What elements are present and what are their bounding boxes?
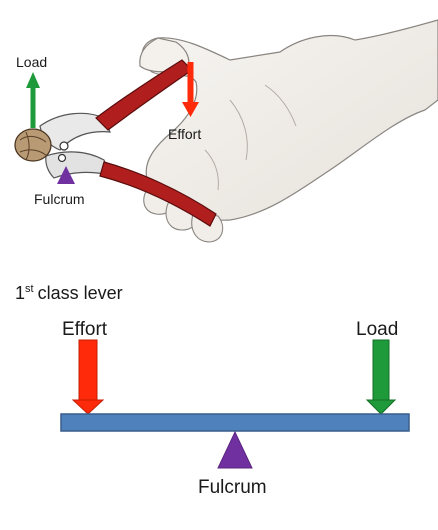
- illustration-load-label: Load: [16, 54, 48, 70]
- lever-beam: [60, 413, 410, 432]
- effort-arrow: [71, 339, 105, 415]
- title-suffix: st: [25, 283, 34, 295]
- title-text: class lever: [37, 283, 123, 303]
- illustration-effort-label: Effort: [168, 126, 202, 142]
- fulcrum-label: Fulcrum: [198, 477, 267, 498]
- load-arrow: [365, 339, 397, 415]
- illustration-effort-arrow: [182, 62, 199, 117]
- title-number: 1: [15, 283, 26, 303]
- illustration-load-arrow: [26, 72, 40, 128]
- lever-schematic: [60, 339, 410, 469]
- effort-label: Effort: [62, 319, 108, 340]
- illustration-fulcrum-triangle: [57, 166, 75, 184]
- load-label: Load: [356, 319, 399, 340]
- illustration-fulcrum-label: Fulcrum: [34, 191, 85, 207]
- walnut-illustration: [14, 128, 52, 162]
- nutcracker-tool: [39, 59, 217, 227]
- nutcracker-illustration: [14, 19, 438, 243]
- fulcrum-triangle: [217, 430, 253, 469]
